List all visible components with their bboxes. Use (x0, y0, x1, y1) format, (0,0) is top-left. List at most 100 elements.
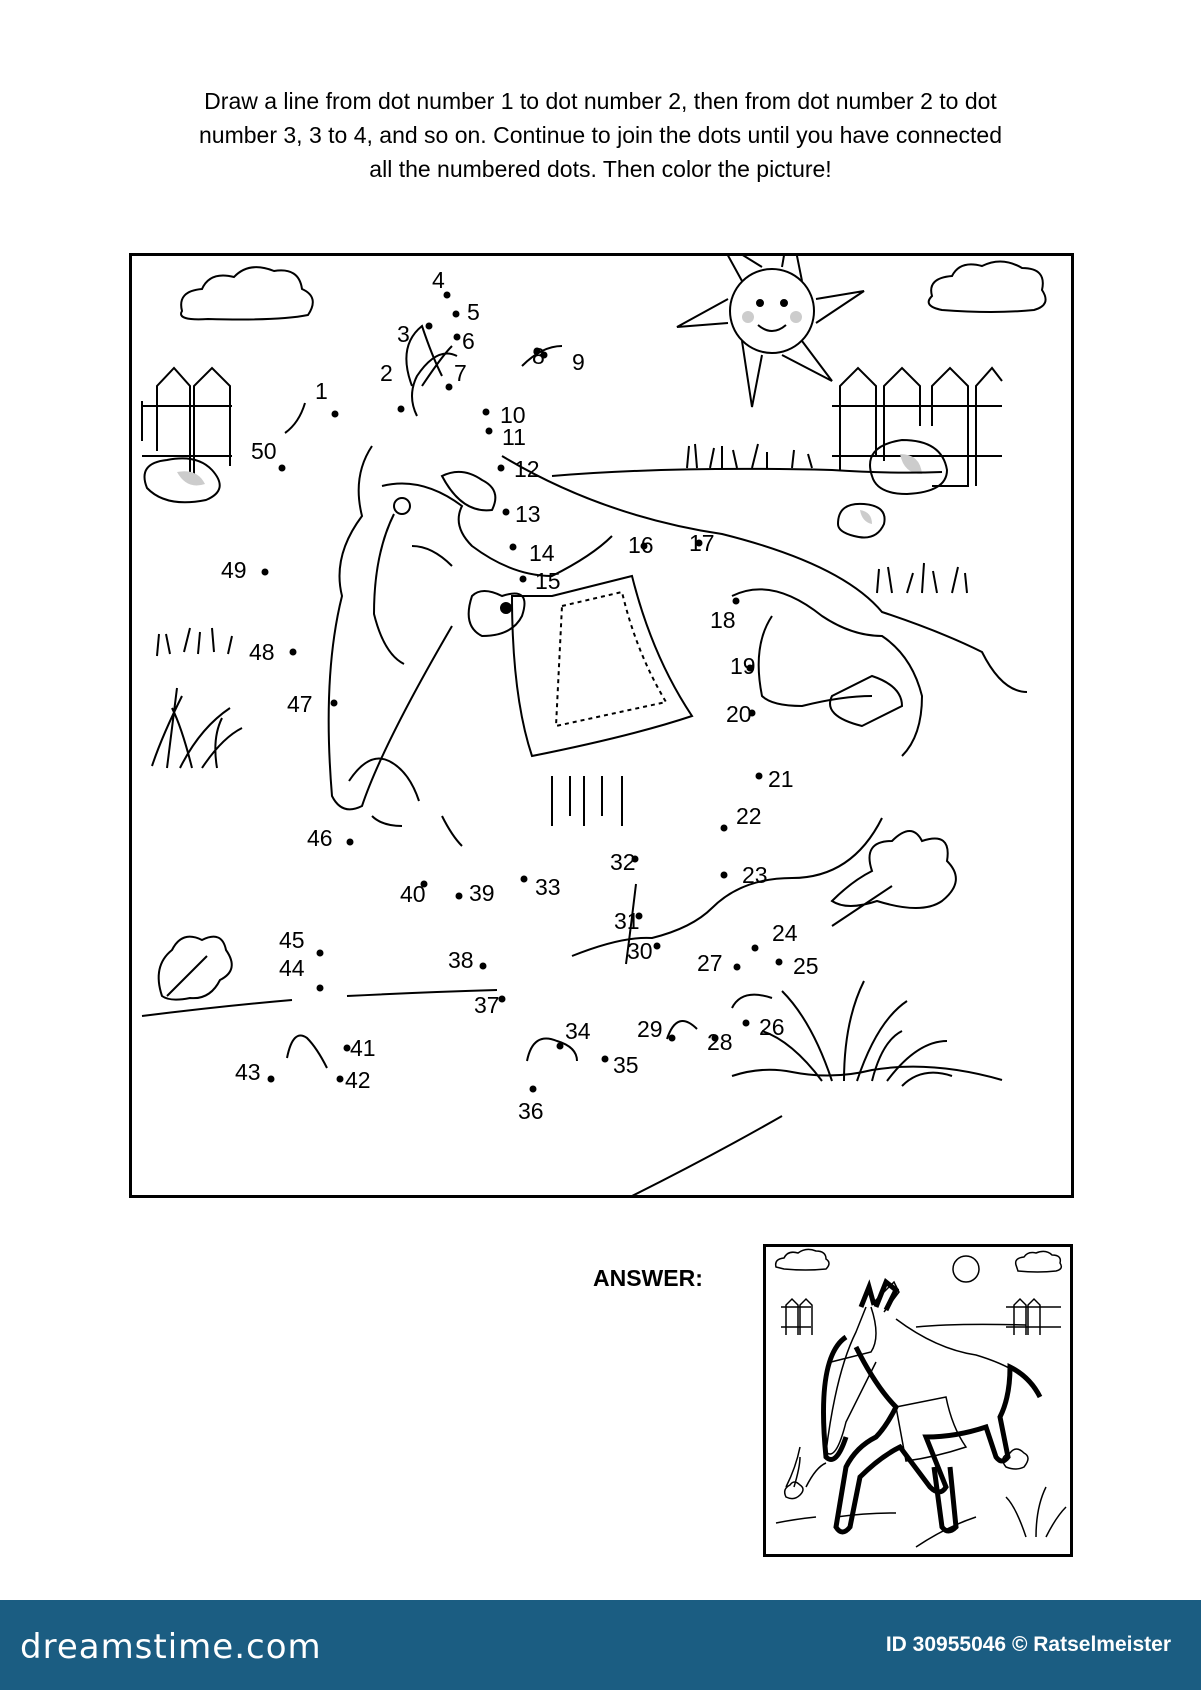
dot-45[interactable] (316, 949, 324, 957)
dot-2[interactable] (397, 405, 405, 413)
dot-40[interactable] (420, 880, 428, 888)
dot-label-47: 47 (287, 691, 313, 717)
dot-label-50: 50 (251, 438, 277, 464)
rock-left (143, 457, 221, 504)
dot-34[interactable] (556, 1042, 564, 1050)
horizon-line (501, 455, 1028, 693)
leaf-right (830, 830, 957, 927)
dot-26[interactable] (742, 1019, 750, 1027)
dot-36[interactable] (529, 1085, 537, 1093)
dot-10[interactable] (482, 408, 490, 416)
grass-tuft-left (156, 627, 233, 657)
dot-label-14: 14 (529, 540, 555, 566)
stock-id-credit: ID 30955046 © Ratselmeister (885, 1633, 1171, 1656)
dot-48[interactable] (289, 648, 297, 656)
dot-label-37: 37 (474, 992, 500, 1018)
dot-label-4: 4 (432, 267, 445, 293)
dot-8[interactable] (533, 347, 541, 355)
dot-41[interactable] (343, 1044, 351, 1052)
fence-right (832, 366, 1003, 487)
dot-28[interactable] (711, 1034, 719, 1042)
dot-11[interactable] (485, 427, 493, 435)
dot-label-16: 16 (628, 532, 654, 558)
dot-15[interactable] (519, 575, 527, 583)
dot-33[interactable] (520, 875, 528, 883)
answer-thumbnail (763, 1244, 1073, 1557)
brand-logo-text[interactable]: dreamstime.com (20, 1627, 322, 1667)
dot-25[interactable] (775, 958, 783, 966)
dot-label-11: 11 (502, 424, 526, 450)
dot-label-7: 7 (454, 360, 467, 386)
dot-43[interactable] (267, 1075, 275, 1083)
dot-22[interactable] (720, 824, 728, 832)
dot-label-41: 41 (350, 1035, 376, 1061)
dot-label-10: 10 (500, 402, 526, 428)
dot-5[interactable] (452, 310, 460, 318)
ground-swoosh (571, 817, 883, 957)
dot-17[interactable] (695, 539, 703, 547)
dot-14[interactable] (509, 543, 517, 551)
grass-tuft-top (686, 443, 813, 469)
grass-clump-right (761, 980, 953, 1087)
dot-label-33: 33 (535, 874, 561, 900)
dot-label-3: 3 (397, 321, 410, 347)
dot-49[interactable] (261, 568, 269, 576)
dot-31[interactable] (635, 912, 643, 920)
dot-44[interactable] (316, 984, 324, 992)
dot-27[interactable] (733, 963, 741, 971)
dot-label-25: 25 (793, 953, 819, 979)
dot-3[interactable] (425, 322, 433, 330)
dot-24[interactable] (751, 944, 759, 952)
dot-7[interactable] (445, 383, 453, 391)
fence-left (141, 366, 232, 481)
dot-label-24: 24 (772, 920, 798, 946)
dot-label-1: 1 (315, 378, 328, 404)
dot-32[interactable] (631, 855, 639, 863)
dot-label-27: 27 (697, 950, 723, 976)
dot-46[interactable] (346, 838, 354, 846)
dot-label-18: 18 (710, 607, 736, 633)
dot-16[interactable] (640, 542, 648, 550)
dot-20[interactable] (748, 709, 756, 717)
instructions-text: Draw a line from dot number 1 to dot num… (100, 84, 1101, 186)
rock-right-bottom (836, 502, 886, 539)
dot-6[interactable] (453, 333, 461, 341)
dot-label-23: 23 (742, 862, 768, 888)
dot-12[interactable] (497, 464, 505, 472)
dot-21[interactable] (755, 772, 763, 780)
grass-tuft-right (876, 562, 968, 594)
leaf-left (157, 935, 233, 1001)
dot-50[interactable] (278, 464, 286, 472)
dot-label-38: 38 (448, 947, 474, 973)
dot-18[interactable] (732, 597, 740, 605)
footer-banner: dreamstime.com ID 30955046 © Ratselmeist… (0, 1600, 1201, 1690)
dot-37[interactable] (498, 995, 506, 1003)
dot-19[interactable] (746, 664, 754, 672)
instructions-line-3: all the numbered dots. Then color the pi… (369, 156, 832, 182)
dot-30[interactable] (653, 942, 661, 950)
dot-4[interactable] (443, 291, 451, 299)
instructions-line-1: Draw a line from dot number 1 to dot num… (204, 88, 997, 114)
dot-label-43: 43 (235, 1059, 261, 1085)
dot-label-40: 40 (400, 881, 426, 907)
dot-label-28: 28 (707, 1029, 733, 1055)
dot-label-42: 42 (345, 1067, 371, 1093)
dot-38[interactable] (479, 962, 487, 970)
dot-47[interactable] (330, 699, 338, 707)
dot-39[interactable] (455, 892, 463, 900)
dot-label-32: 32 (610, 849, 636, 875)
dot-23[interactable] (720, 871, 728, 879)
dot-42[interactable] (336, 1075, 344, 1083)
dot-13[interactable] (502, 508, 510, 516)
dot-label-49: 49 (221, 557, 247, 583)
dot-9[interactable] (540, 351, 548, 359)
dot-35[interactable] (601, 1055, 609, 1063)
dot-label-12: 12 (514, 456, 540, 482)
dot-1[interactable] (331, 410, 339, 418)
dot-29[interactable] (668, 1034, 676, 1042)
dot-label-21: 21 (768, 766, 794, 792)
dot-label-31: 31 (614, 908, 640, 934)
dot-label-45: 45 (279, 927, 305, 953)
dot-label-17: 17 (689, 530, 715, 556)
